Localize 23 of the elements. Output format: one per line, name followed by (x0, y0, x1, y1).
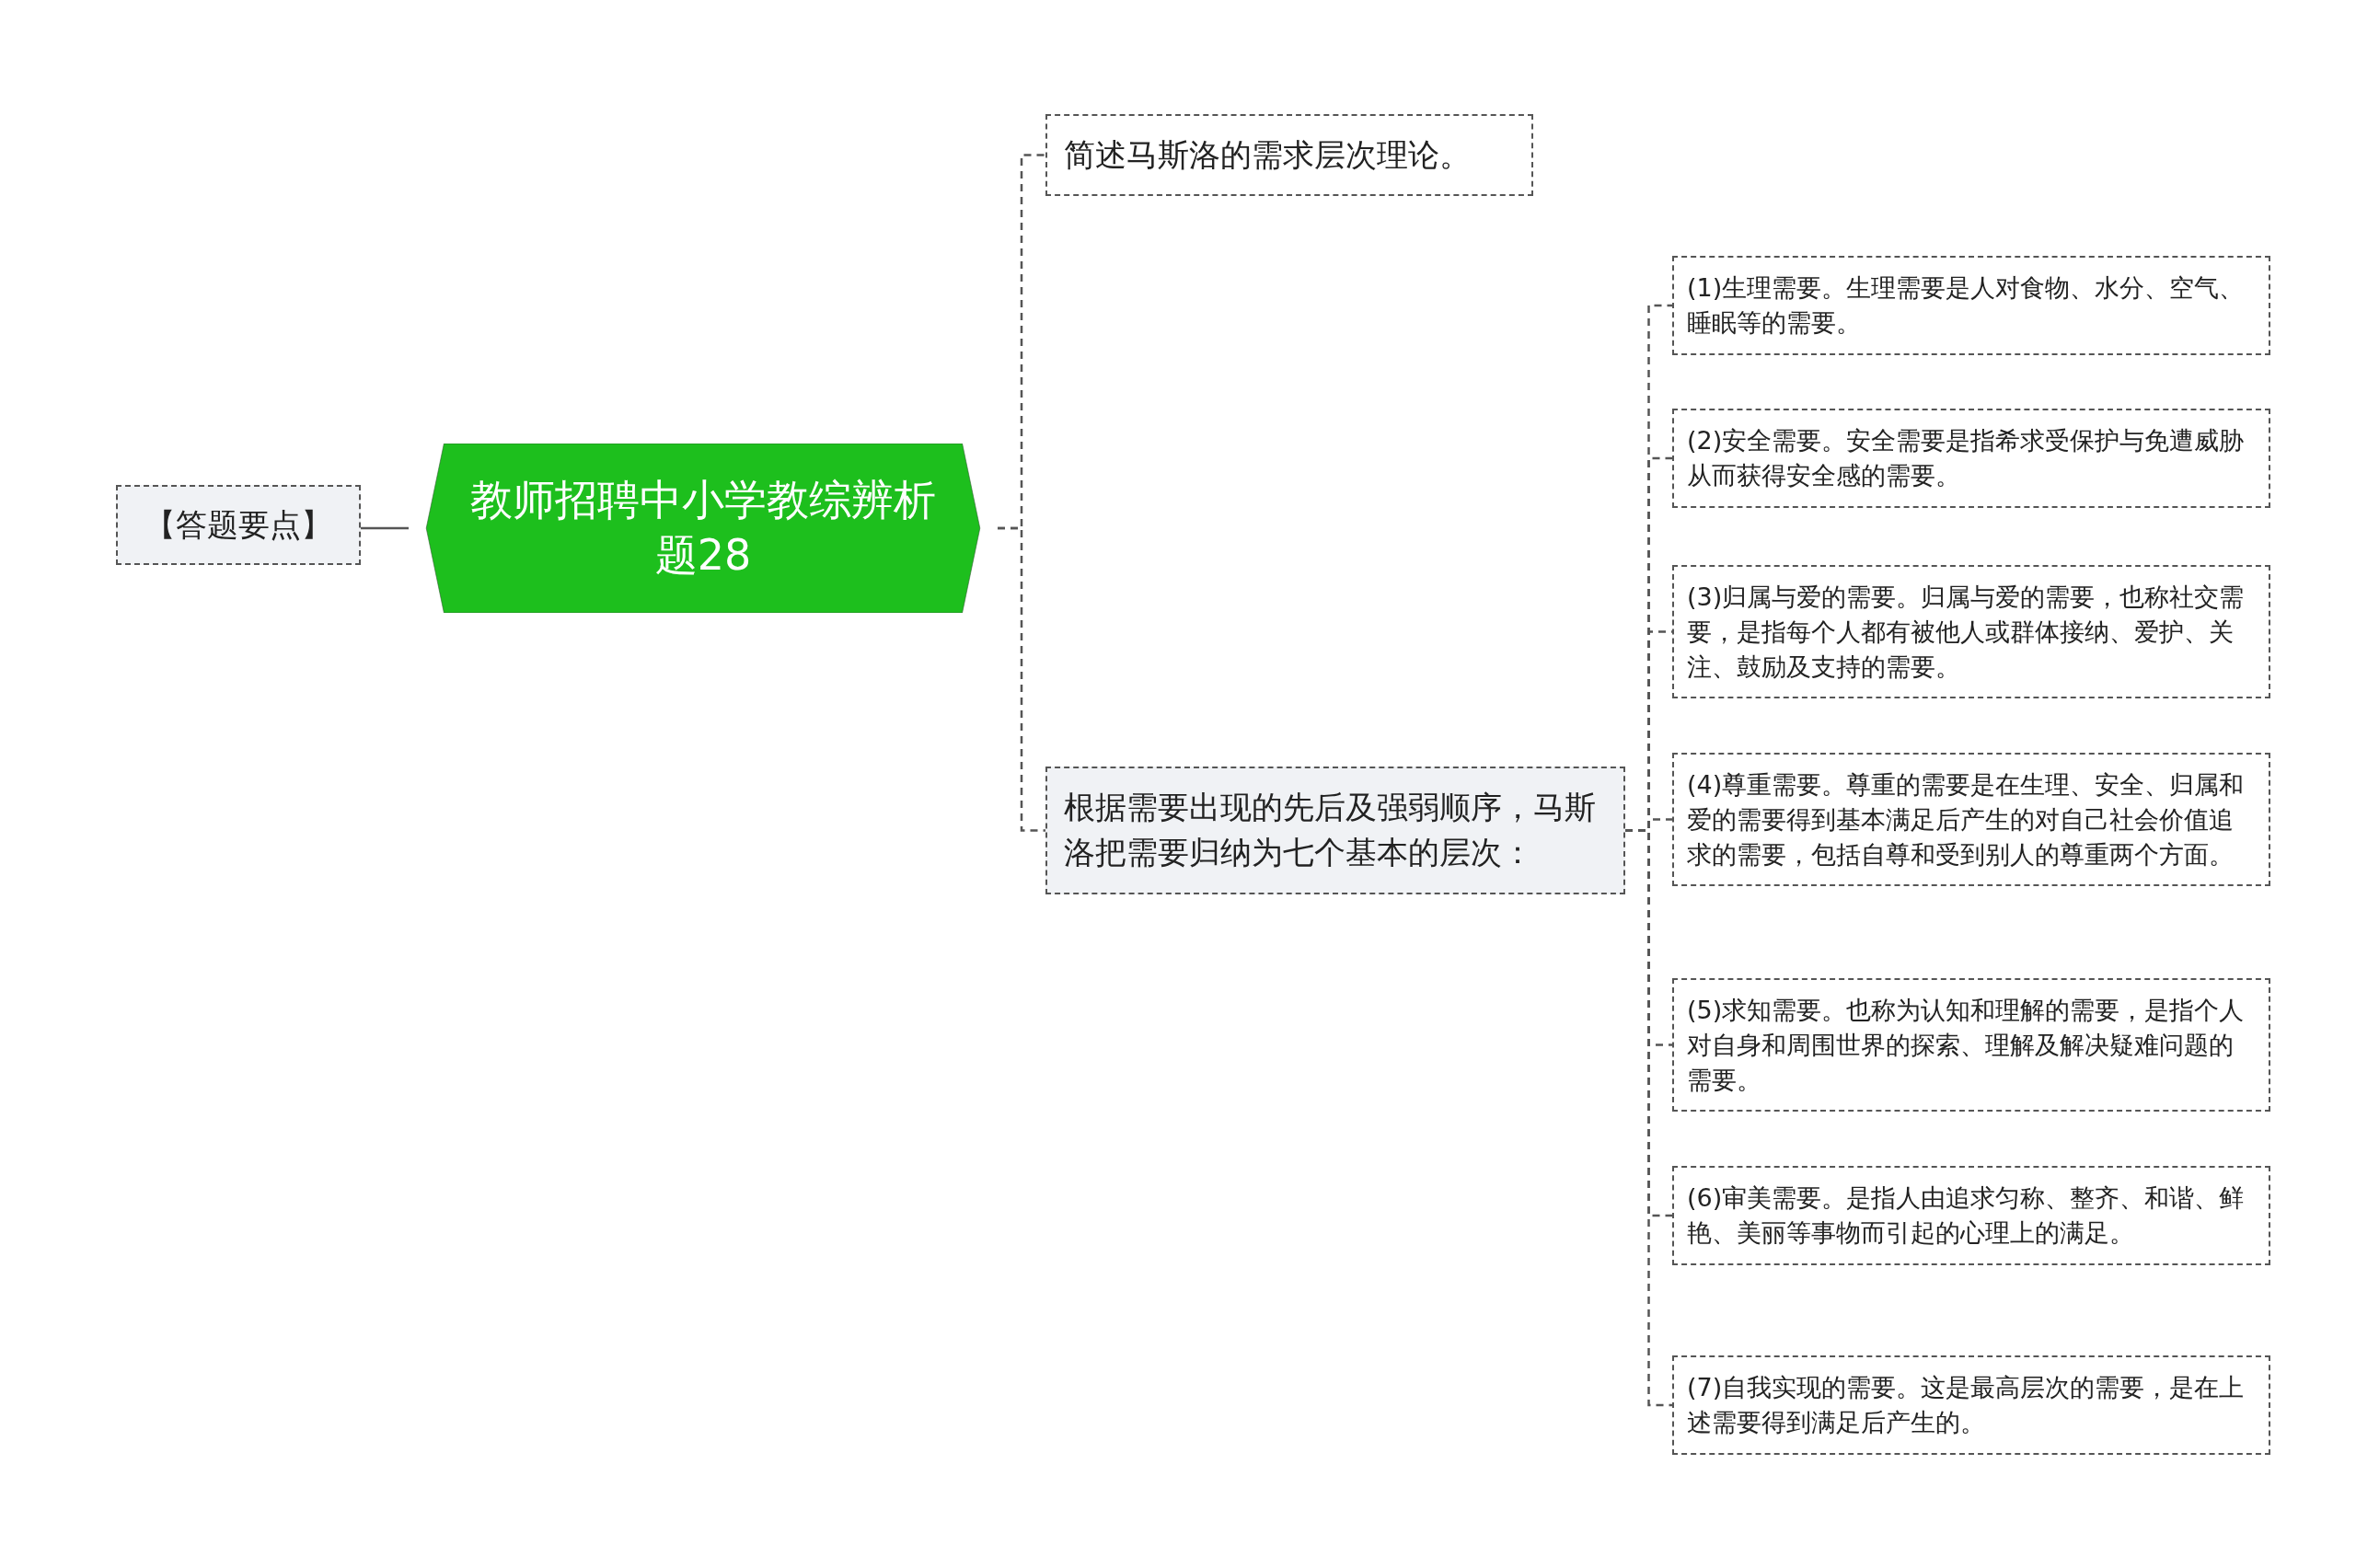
detail-box (1672, 753, 2270, 887)
node-text: 【答题要点】 (144, 505, 333, 545)
node-text: (6)审美需要。是指人由追求匀称、整齐、和谐、鲜艳、美丽等事物而引起的心理上的满足。 (1687, 1182, 2246, 1249)
connector-line (361, 526, 409, 530)
topic-box (1045, 767, 1625, 894)
node-text: (3)归属与爱的需要。归属与爱的需要，也称社交需要，是指每个人都有被他人或群体接纳、爱护、关注、鼓励及支持的需要。 (1687, 582, 2246, 683)
node-text: (7)自我实现的需要。这是最高层次的需要，是在上述需要得到满足后产生的。 (1687, 1372, 2246, 1438)
node-text: 简述马斯洛的需求层次理论。 (1064, 135, 1472, 175)
node-text: (4)尊重需要。尊重的需要是在生理、安全、归属和爱的需要得到基本满足后产生的对自己社会价值追求的需要，包括自尊和受到别人的尊重两个方面。 (1687, 769, 2246, 870)
node-text: (1)生理需要。生理需要是人对食物、水分、空气、睡眠等的需要。 (1687, 272, 2246, 339)
node-text: (5)求知需要。也称为认知和理解的需要，是指个人对自身和周围世界的探索、理解及解决疑难问题的需要。 (1687, 995, 2246, 1096)
note-box (116, 485, 361, 565)
detail-box (1672, 409, 2270, 508)
detail-box (1672, 978, 2270, 1113)
detail-box (1672, 565, 2270, 699)
detail-box (1672, 1166, 2270, 1265)
node-text: 根据需要出现的先后及强弱顺序，马斯洛把需要归纳为七个基本的层次： (1064, 788, 1597, 873)
node-text: (2)安全需要。安全需要是指希求受保护与免遭威胁从而获得安全感的需要。 (1687, 425, 2246, 491)
topic-box (1045, 114, 1533, 197)
detail-box (1672, 1355, 2270, 1455)
node-text: 教师招聘中小学教综辨析题28 (469, 474, 937, 582)
detail-box (1672, 256, 2270, 355)
connector-line (998, 526, 1045, 832)
